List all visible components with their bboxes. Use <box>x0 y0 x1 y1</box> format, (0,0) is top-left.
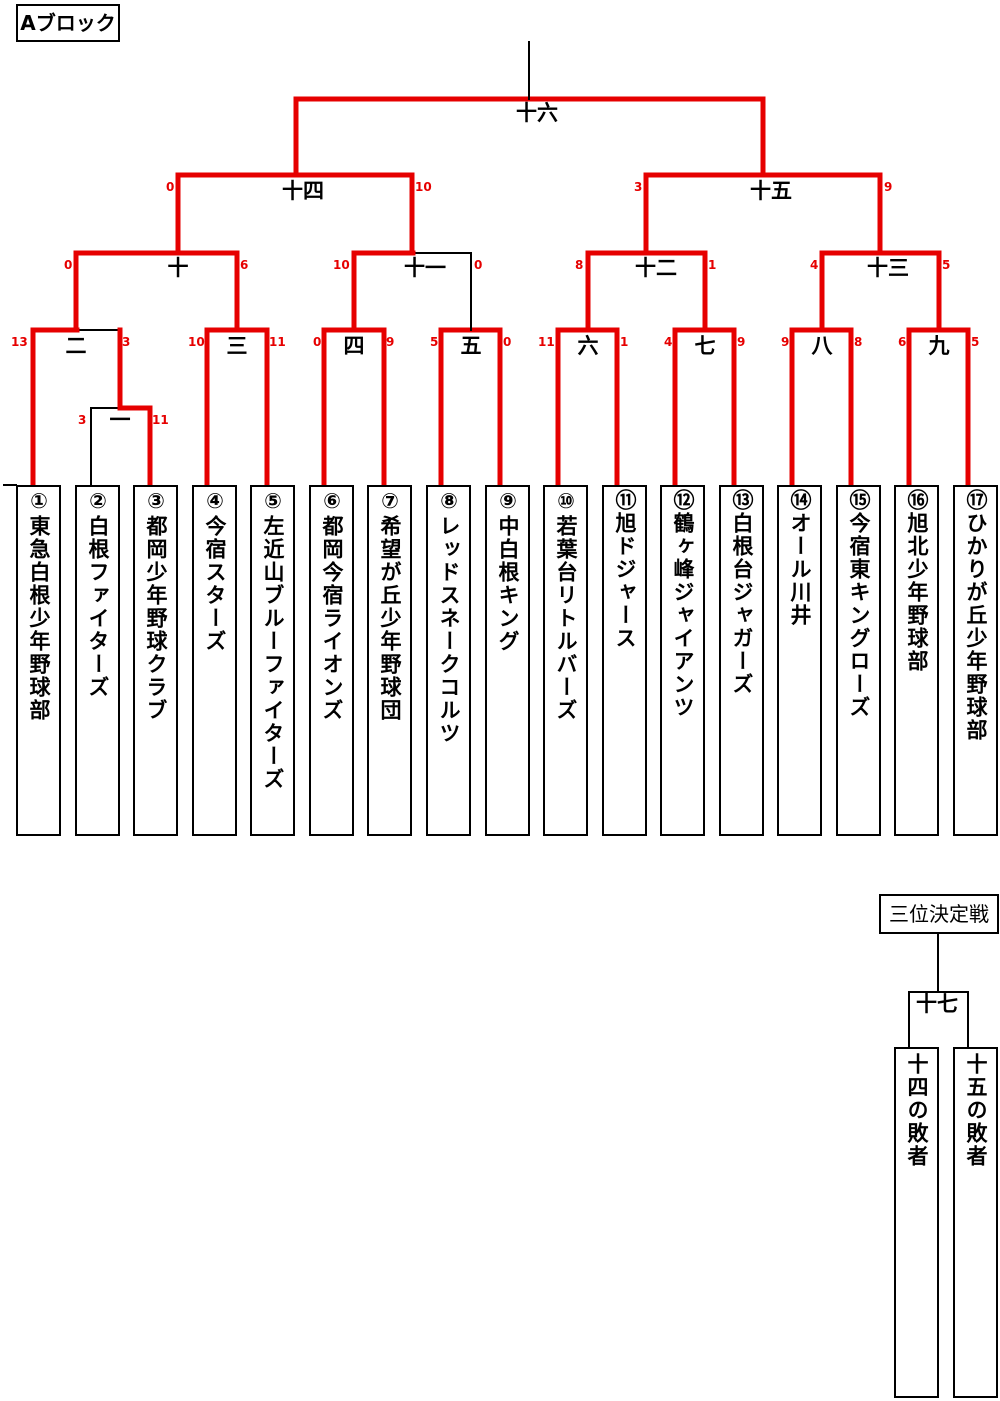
match-label-8: 八 <box>811 334 833 358</box>
team-box-12[interactable]: ⑫鶴ヶ峰ジャイアンツ <box>660 485 705 836</box>
score-m9-right: 5 <box>971 335 980 349</box>
match-label-1: 一 <box>109 408 131 432</box>
team-box-3[interactable]: ③都岡少年野球クラブ <box>133 485 178 836</box>
score-m8-right: 8 <box>854 335 863 349</box>
match-label-4: 四 <box>343 334 365 358</box>
score-m5-left: 5 <box>430 335 439 349</box>
score-m3-left: 10 <box>188 335 205 349</box>
team-box-9[interactable]: ⑨中白根キング <box>485 485 530 836</box>
match-label-13: 十三 <box>867 256 909 280</box>
score-m13-left: 4 <box>810 258 819 272</box>
team-box-7[interactable]: ⑦希望が丘少年野球団 <box>367 485 412 836</box>
third-place-entrant-1[interactable]: 十四の敗者 <box>894 1047 939 1398</box>
team-box-5[interactable]: ⑤左近山ブルーファイターズ <box>250 485 295 836</box>
team-box-1[interactable]: ①東急白根少年野球部 <box>16 485 61 836</box>
score-m7-left: 4 <box>664 335 673 349</box>
score-m14-left: 0 <box>166 180 175 194</box>
block-title: Aブロック <box>16 4 120 42</box>
match-label-14: 十四 <box>282 179 324 203</box>
match-label-9: 九 <box>928 334 950 358</box>
score-m1-right: 11 <box>152 413 169 427</box>
match-label-15: 十五 <box>750 179 792 203</box>
score-m6-left: 11 <box>538 335 555 349</box>
team-box-13[interactable]: ⑬白根台ジャガーズ <box>719 485 764 836</box>
team-box-8[interactable]: ⑧レッドスネークコルツ <box>426 485 471 836</box>
score-m5-right: 0 <box>503 335 512 349</box>
team-box-16[interactable]: ⑯旭北少年野球部 <box>894 485 939 836</box>
team-box-10[interactable]: ⑩若葉台リトルバーズ <box>543 485 588 836</box>
score-m8-left: 9 <box>781 335 790 349</box>
match-label-11: 十一 <box>404 256 446 280</box>
team-box-17[interactable]: ⑰ひかりが丘少年野球部 <box>953 485 998 836</box>
team-box-4[interactable]: ④今宿スターズ <box>192 485 237 836</box>
score-m10-left: 0 <box>64 258 73 272</box>
team-box-11[interactable]: ⑪旭ドジャース <box>602 485 647 836</box>
score-m1-left: 3 <box>78 413 87 427</box>
score-m11-right: 0 <box>474 258 483 272</box>
score-m11-left: 10 <box>333 258 350 272</box>
score-m15-right: 9 <box>884 180 893 194</box>
match-label-16: 十六 <box>516 101 558 125</box>
score-m2-left: 13 <box>11 335 28 349</box>
score-m12-right: 1 <box>708 258 717 272</box>
match-label-3: 三 <box>226 334 248 358</box>
score-m4-right: 9 <box>386 335 395 349</box>
score-m14-right: 10 <box>415 180 432 194</box>
score-m2-right: 3 <box>122 335 131 349</box>
match-label-10: 十 <box>167 256 189 280</box>
match-label-2: 二 <box>65 334 87 358</box>
score-m6-right: 1 <box>620 335 629 349</box>
team-box-15[interactable]: ⑮今宿東キングローズ <box>836 485 881 836</box>
match-label-12: 十二 <box>635 256 677 280</box>
match-label-17: 十七 <box>916 992 958 1016</box>
score-m15-left: 3 <box>634 180 643 194</box>
match-label-7: 七 <box>694 334 716 358</box>
match-label-6: 六 <box>577 334 599 358</box>
score-m10-right: 6 <box>240 258 249 272</box>
team-box-6[interactable]: ⑥都岡今宿ライオンズ <box>309 485 354 836</box>
score-m3-right: 11 <box>269 335 286 349</box>
team-box-14[interactable]: ⑭オール川井 <box>777 485 822 836</box>
third-place-title: 三位決定戦 <box>879 894 999 934</box>
score-m13-right: 5 <box>942 258 951 272</box>
score-m12-left: 8 <box>575 258 584 272</box>
team-box-2[interactable]: ②白根ファイターズ <box>75 485 120 836</box>
score-m9-left: 6 <box>898 335 907 349</box>
third-place-entrant-2[interactable]: 十五の敗者 <box>953 1047 998 1398</box>
score-m4-left: 0 <box>313 335 322 349</box>
score-m7-right: 9 <box>737 335 746 349</box>
match-label-5: 五 <box>460 334 482 358</box>
